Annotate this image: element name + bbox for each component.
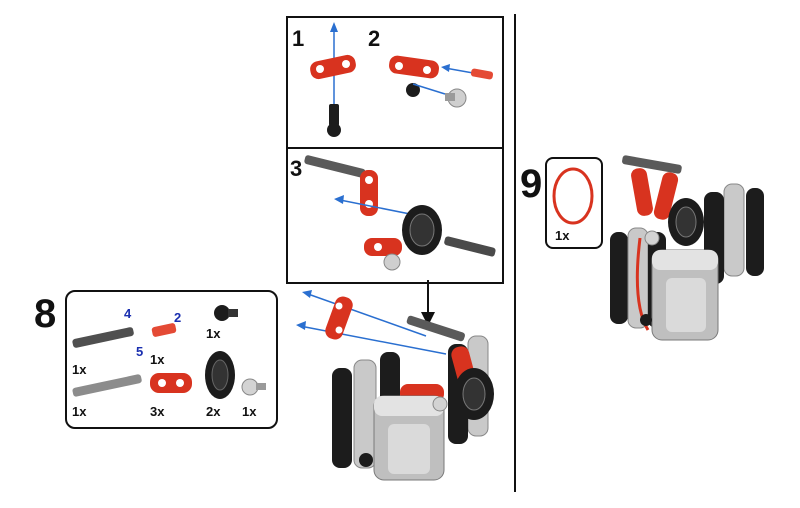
red-cross-block [364,238,402,256]
part-quantity: 1x [555,228,570,243]
light-gray-beam [353,359,377,469]
dark-gray-axle [622,155,682,174]
substep-3-number: 3 [290,156,303,181]
dark-gray-axle [444,236,496,257]
gray-ball-joint-icon [241,378,259,396]
substep-3-illustration [304,155,496,271]
gray-ball-joint [644,230,660,246]
black-pin-with-bush-icon [214,305,230,321]
red-cross-block [310,54,356,80]
step-9-number: 9 [520,162,543,206]
part-quantity: 1x [72,404,87,419]
light-gray-beam [723,183,745,277]
direction-arrow [307,293,427,337]
step-9-parts-icon [552,167,594,225]
black-pin-end [406,83,420,97]
black-beam [746,188,764,276]
red-axle-2-icon [151,323,177,337]
part-quantity: 1x [242,404,257,419]
black-beam [610,232,628,324]
page-divider [514,14,516,492]
red-axle-2 [470,68,494,80]
black-beam [332,368,352,468]
part-quantity: 3x [150,404,165,419]
arrowhead [330,22,338,32]
black-pin [640,314,652,326]
black-pin [329,104,339,126]
dark-gray-axle-icon [72,327,134,348]
gray-ball-joint [432,396,448,412]
substep-1-illustration [310,22,356,137]
step-9-parts-list [545,157,603,249]
callout-pointer-arrow [421,280,435,326]
part-quantity: 1x [72,362,87,377]
substep-divider [288,147,502,149]
red-rubber-band-icon [552,167,594,225]
red-cross-block [653,172,679,220]
gray-axle-5-icon [72,374,142,397]
step-9-model-illustration [610,155,764,341]
red-cross-block [325,296,353,340]
part-quantity: 1x [206,326,221,341]
direction-arrow [299,325,447,355]
part-length-label: 4 [124,306,132,321]
direction-arrow [412,83,446,95]
red-cross-block [631,168,653,216]
part-quantity: 1x [150,352,165,367]
substep-2-number: 2 [368,26,381,51]
step-8-parts-list [65,290,278,429]
gray-ball-joint [383,253,401,271]
step-8-number: 8 [34,292,57,336]
dark-gray-axle [406,315,465,342]
dark-gray-axle [304,155,366,178]
part-length-label: 2 [174,310,182,325]
part-length-label: 5 [136,344,144,359]
black-pin [359,453,373,467]
substep-2-illustration [389,55,494,108]
step-8-model-illustration [296,290,494,481]
substep-1-number: 1 [292,26,305,51]
part-quantity: 2x [206,404,221,419]
red-cross-block-icon [150,373,192,393]
parts-list-icons [72,305,266,399]
